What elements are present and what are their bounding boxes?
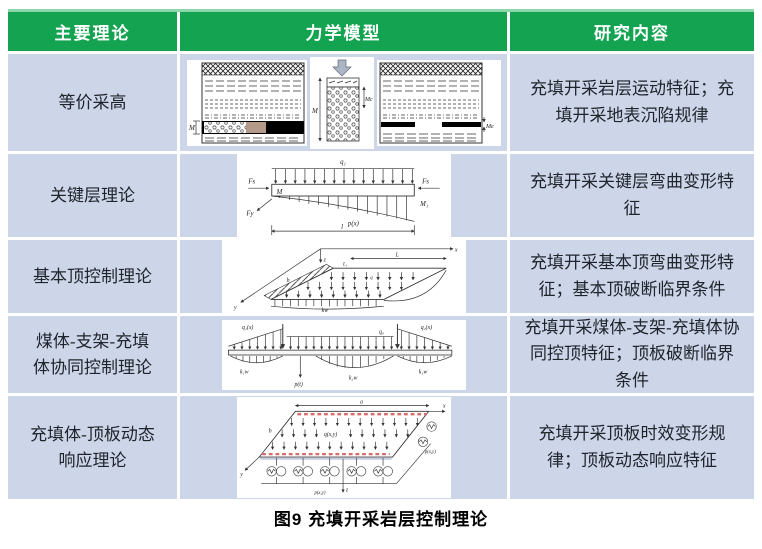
bottom-reaction-label: p(x,y) xyxy=(313,491,325,496)
col-header-content: 研究内容 xyxy=(510,12,754,51)
theory-cell-coal-support-backfill: 煤体-支架-充填体协同控制理论 xyxy=(8,316,177,393)
model-cell-basic-roof: x y z L L₁ b q xyxy=(180,239,507,314)
figure-caption: 图9 充填开采岩层控制理论 xyxy=(273,510,489,529)
model-cell-key-stratum: q₁ Fs M Fs M₁ Fy p(x) xyxy=(180,153,507,238)
load-q1-label: q₁ xyxy=(340,158,346,165)
right-reaction-label: k₃w xyxy=(418,369,427,375)
x-axis-label: x xyxy=(442,404,446,410)
vertical-force-label: Fy xyxy=(245,210,254,217)
foundation-coefficient-label: kw xyxy=(321,308,328,313)
coal-support-backfill-beam-diagram: q₁(x) q₀ q₂(x) k₁w p(t) k₂w xyxy=(227,323,452,388)
y-axis-label: y xyxy=(239,472,243,478)
key-stratum-imgbox: q₁ Fs M Fs M₁ Fy p(x) xyxy=(236,153,451,238)
theory-cell-backfill-roof-dynamic: 充填体-顶板动态响应理论 xyxy=(8,396,177,499)
seam-height-label: M xyxy=(188,124,196,132)
col-header-model: 力学模型 xyxy=(180,12,507,51)
foundation-reaction-label: p(x) xyxy=(346,220,359,227)
plate-width-label: b xyxy=(286,277,289,283)
right-moment-label: M₁ xyxy=(419,200,428,207)
equivalent-height-label: Me xyxy=(485,124,494,130)
basic-roof-imgbox: x y z L L₁ b q xyxy=(221,239,466,314)
plate-a-dimension-label: a xyxy=(360,400,363,406)
x-axis-label: x xyxy=(453,247,457,253)
coal-support-backfill-imgbox: q₁(x) q₀ q₂(x) k₁w p(t) k₂w xyxy=(221,319,466,390)
theory-table: 主要理论 力学模型 研究内容 等价采高 xyxy=(8,9,754,499)
backfill-roof-dynamic-plate-diagram: a x y b q(x,y) xyxy=(239,400,446,496)
span-length-label: l xyxy=(341,224,343,231)
model-cell-coal-support-backfill: q₁(x) q₀ q₂(x) k₁w p(t) k₂w xyxy=(180,316,507,393)
mid-reaction-label: k₂w xyxy=(348,375,357,381)
plate-load-label: q xyxy=(370,275,373,280)
right-load-label: q₂(x) xyxy=(420,323,431,330)
theory-cell-basic-roof: 基本顶控制理论 xyxy=(8,240,177,313)
content-cell-equivalent-mining-height: 充填开采岩层运动特征；充填开采地表沉陷规律 xyxy=(510,54,754,151)
content-cell-coal-support-backfill: 充填开采煤体-支架-充填体协同控顶特征；顶板破断临界条件 xyxy=(510,316,754,393)
key-stratum-beam-diagram: q₁ Fs M Fs M₁ Fy p(x) xyxy=(245,158,440,235)
left-shear-force-label: Fs xyxy=(247,178,255,185)
compaction-height-label: Mc xyxy=(364,97,373,103)
model-cell-equivalent-mining-height: M M Mc xyxy=(180,54,507,151)
sub-length-label: L₁ xyxy=(342,262,348,267)
support-resistance-label: p(t) xyxy=(293,381,302,388)
dynamic-plate-imgbox: a x y b q(x,y) xyxy=(236,397,451,498)
plate-load-label: q(x,y) xyxy=(324,431,337,438)
mid-load-label: q₀ xyxy=(378,329,383,335)
right-shear-force-label: Fs xyxy=(421,178,429,185)
basic-roof-plate-diagram: x y z L L₁ b q xyxy=(233,246,457,313)
z-axis-label: z xyxy=(322,257,326,263)
theory-cell-equivalent-mining-height: 等价采高 xyxy=(8,54,177,151)
left-moment-label: M xyxy=(275,189,282,196)
plate-b-dimension-label: b xyxy=(268,428,271,434)
col-header-theory: 主要理论 xyxy=(8,12,177,51)
fill-total-height-label: M xyxy=(311,107,319,115)
equivalent-height-left-strata-diagram: M xyxy=(188,62,304,143)
theory-cell-key-stratum: 关键层理论 xyxy=(8,154,177,237)
z-axis-label: z xyxy=(344,487,348,493)
left-load-label: q₁(x) xyxy=(242,323,253,330)
model-cell-backfill-roof-dynamic: a x y b q(x,y) xyxy=(180,396,507,499)
content-cell-key-stratum: 充填开采关键层弯曲变形特征 xyxy=(510,154,754,237)
content-cell-backfill-roof-dynamic: 充填开采顶板时效变形规律；顶板动态响应特征 xyxy=(510,396,754,499)
left-reaction-label: k₁w xyxy=(240,369,249,375)
strata-left-imgbox: M xyxy=(186,59,307,146)
equivalent-height-right-strata-diagram: Me xyxy=(379,62,494,143)
strata-right-imgbox: Me xyxy=(376,59,501,146)
filling-body-column-diagram: M Mc xyxy=(311,59,373,142)
side-reaction-label: p(x,y) xyxy=(423,450,435,455)
y-axis-label: y xyxy=(233,305,237,311)
plate-length-label: L xyxy=(394,252,398,258)
content-cell-basic-roof: 充填开采基本顶弯曲变形特征；基本顶破断临界条件 xyxy=(510,240,754,313)
filling-column-imgbox: M Mc xyxy=(309,56,374,149)
